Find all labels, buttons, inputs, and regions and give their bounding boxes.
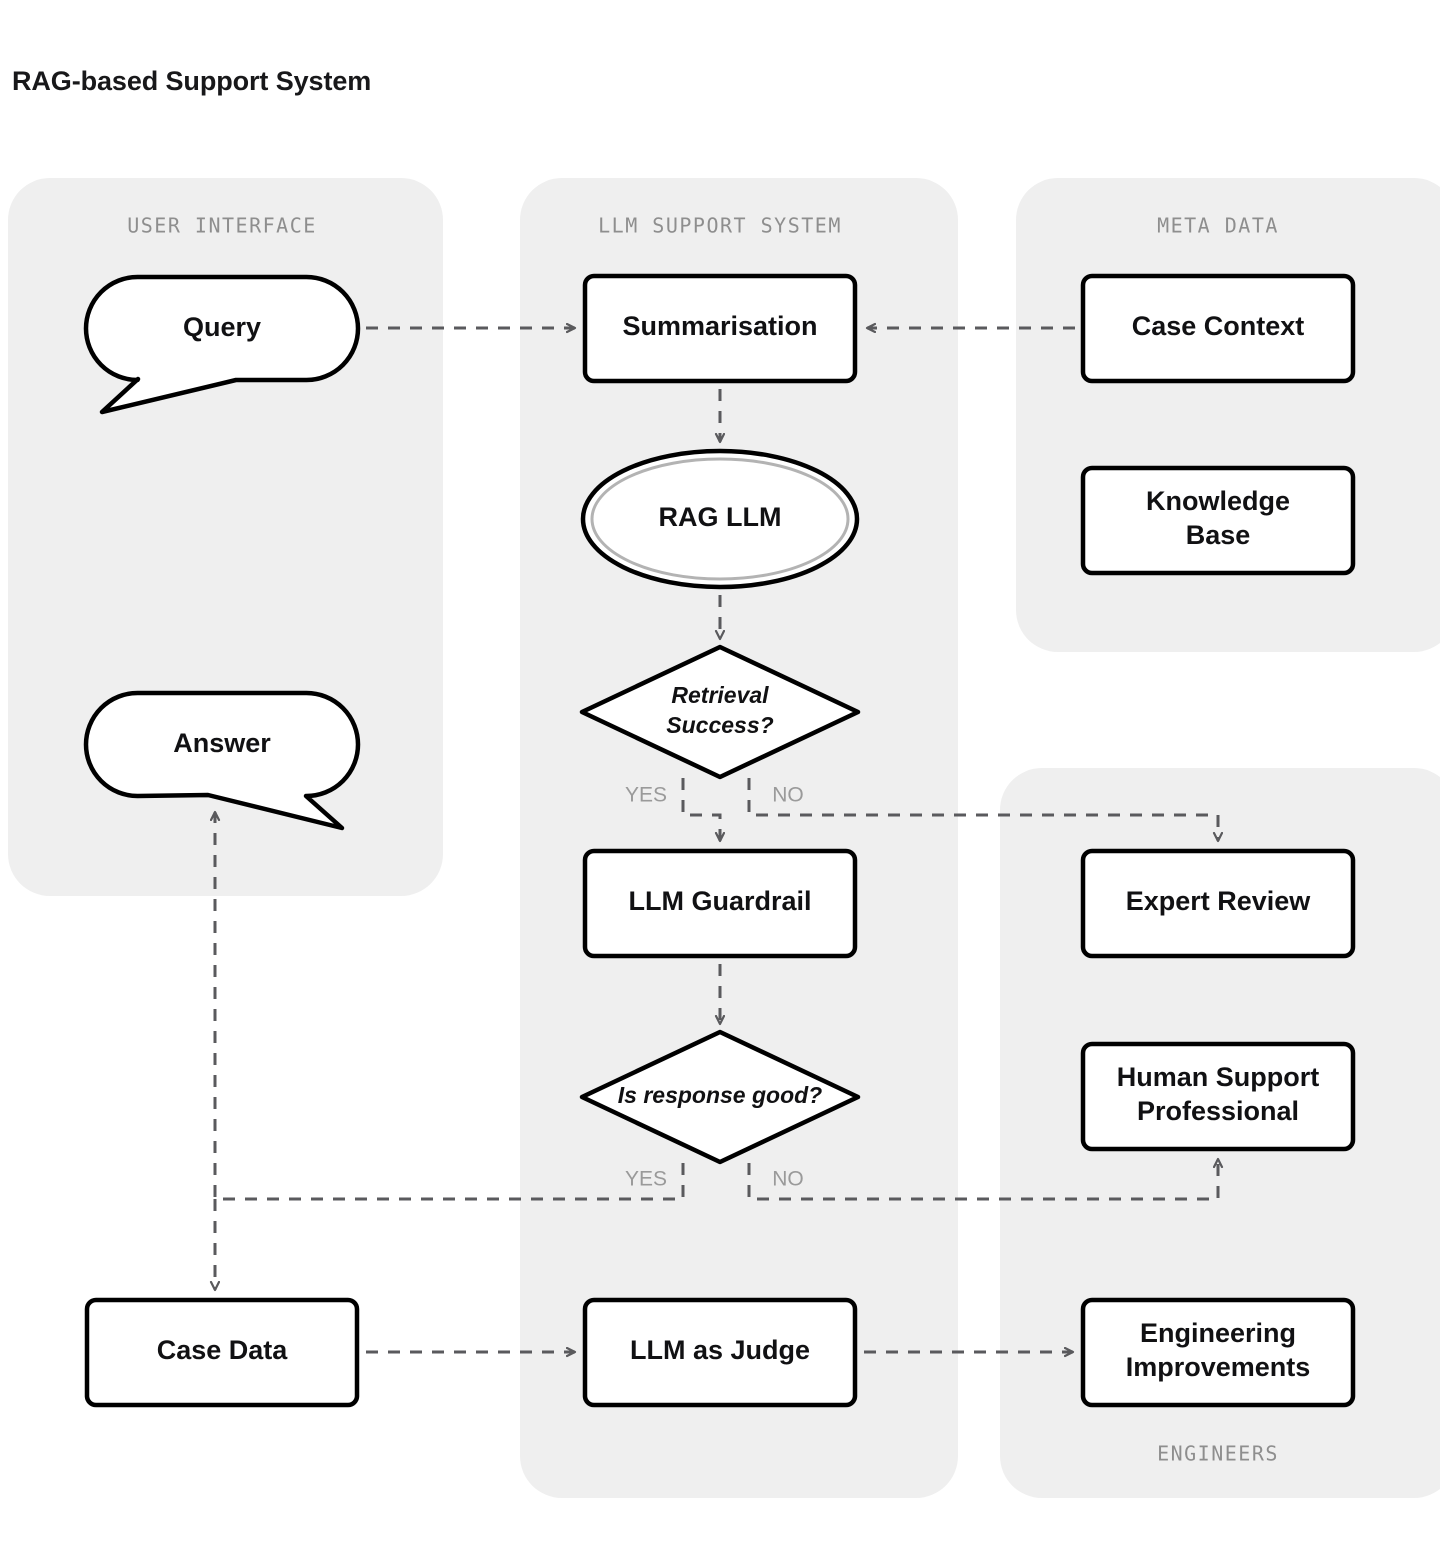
panel-label: META DATA xyxy=(1157,214,1279,238)
node-rag-llm[interactable]: RAG LLM xyxy=(580,448,860,590)
node-ellipse-outer[interactable] xyxy=(580,448,860,590)
node-label: Expert Review xyxy=(1126,886,1312,916)
edge-retrieval-success-yes xyxy=(681,778,720,841)
node-label: Human Support xyxy=(1117,1062,1320,1092)
panel-label: USER INTERFACE xyxy=(127,214,317,238)
node-label: Query xyxy=(183,312,261,342)
node-diamond[interactable] xyxy=(579,644,861,780)
node-box[interactable] xyxy=(1080,465,1356,576)
node-label: Answer xyxy=(173,728,271,758)
edge-is-response-good-no xyxy=(747,1159,1218,1201)
node-ellipse-inner xyxy=(590,457,850,581)
node-label: Improvements xyxy=(1126,1352,1311,1382)
node-box[interactable] xyxy=(1080,273,1356,384)
node-label: Case Context xyxy=(1132,311,1305,341)
node-label: LLM Guardrail xyxy=(628,886,811,916)
node-box[interactable] xyxy=(1080,1041,1356,1152)
node-answer[interactable]: Answer xyxy=(83,690,361,831)
node-llm-guardrail[interactable]: LLM Guardrail xyxy=(582,848,858,959)
node-expert-review[interactable]: Expert Review xyxy=(1080,848,1356,959)
node-query[interactable]: Query xyxy=(83,274,361,415)
node-diamond[interactable] xyxy=(579,1029,861,1165)
node-box[interactable] xyxy=(84,1297,360,1408)
node-box[interactable] xyxy=(1080,1297,1356,1408)
edge-label-retrieval-success-yes: YES xyxy=(625,784,667,807)
node-case-context[interactable]: Case Context xyxy=(1080,273,1356,384)
node-label: Retrieval xyxy=(671,682,769,708)
edge-is-response-good-yes xyxy=(215,812,685,1201)
edge-label-is-response-good-no: NO xyxy=(772,1168,804,1191)
node-llm-as-judge[interactable]: LLM as Judge xyxy=(582,1297,858,1408)
node-box[interactable] xyxy=(582,1297,858,1408)
node-label: LLM as Judge xyxy=(630,1335,810,1365)
node-label: RAG LLM xyxy=(659,502,782,532)
node-label: Knowledge xyxy=(1146,486,1290,516)
panel-label: ENGINEERS xyxy=(1157,1442,1279,1466)
node-is-response-good[interactable]: Is response good? xyxy=(579,1029,861,1165)
node-label: Professional xyxy=(1137,1096,1299,1126)
node-label: Engineering xyxy=(1140,1318,1296,1348)
node-box[interactable] xyxy=(582,848,858,959)
edge-label-group: YES NO YES NO xyxy=(625,784,804,1191)
node-label: Summarisation xyxy=(622,311,817,341)
node-label: Is response good? xyxy=(618,1082,822,1108)
edge-group xyxy=(215,328,1218,1352)
node-box[interactable] xyxy=(1080,848,1356,959)
panel-background xyxy=(1016,178,1440,652)
node-box[interactable] xyxy=(582,273,858,384)
edge-label-is-response-good-yes: YES xyxy=(625,1168,667,1191)
page-title: RAG-based Support System xyxy=(12,66,372,96)
node-label: Success? xyxy=(666,712,773,738)
node-speech-bubble[interactable] xyxy=(83,690,361,831)
node-case-data[interactable]: Case Data xyxy=(84,1297,360,1408)
edge-retrieval-success-no xyxy=(747,778,1218,841)
node-speech-bubble[interactable] xyxy=(83,274,361,415)
node-summarisation[interactable]: Summarisation xyxy=(582,273,858,384)
panel-meta-data: META DATA xyxy=(1016,178,1440,652)
edge-label-retrieval-success-no: NO xyxy=(772,784,804,807)
node-label: Base xyxy=(1186,520,1251,550)
panel-label: LLM SUPPORT SYSTEM xyxy=(598,214,842,238)
node-label: Case Data xyxy=(157,1335,289,1365)
